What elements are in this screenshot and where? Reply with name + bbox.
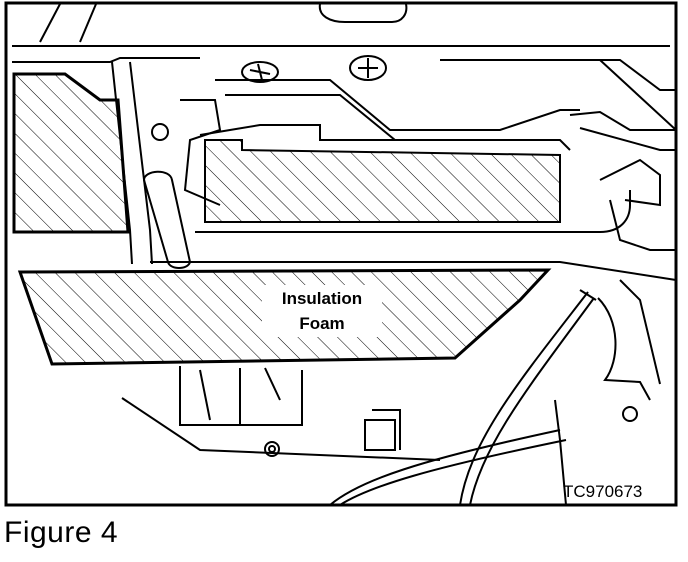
figure-caption: Figure 4 (4, 516, 119, 549)
interior-outline (121, 199, 676, 506)
technical-illustration: Insulation Foam TC970673 (4, 1, 678, 507)
figure-border (4, 1, 678, 507)
panel-edge-line (150, 261, 677, 281)
screw-icon (349, 55, 387, 81)
center-block-frame (195, 190, 631, 233)
wiring-harness (329, 289, 597, 506)
callout-line-2: Foam (299, 314, 344, 333)
reference-code: TC970673 (563, 482, 642, 501)
callout-background (262, 285, 382, 337)
screw-icon (241, 61, 279, 83)
bracket-assembly (180, 79, 676, 207)
insulation-block-center (204, 139, 561, 223)
insulation-block-left (12, 72, 130, 234)
callout-line-1: Insulation (282, 289, 362, 308)
upper-trim-panel (12, 3, 677, 131)
connector-block (179, 366, 401, 451)
